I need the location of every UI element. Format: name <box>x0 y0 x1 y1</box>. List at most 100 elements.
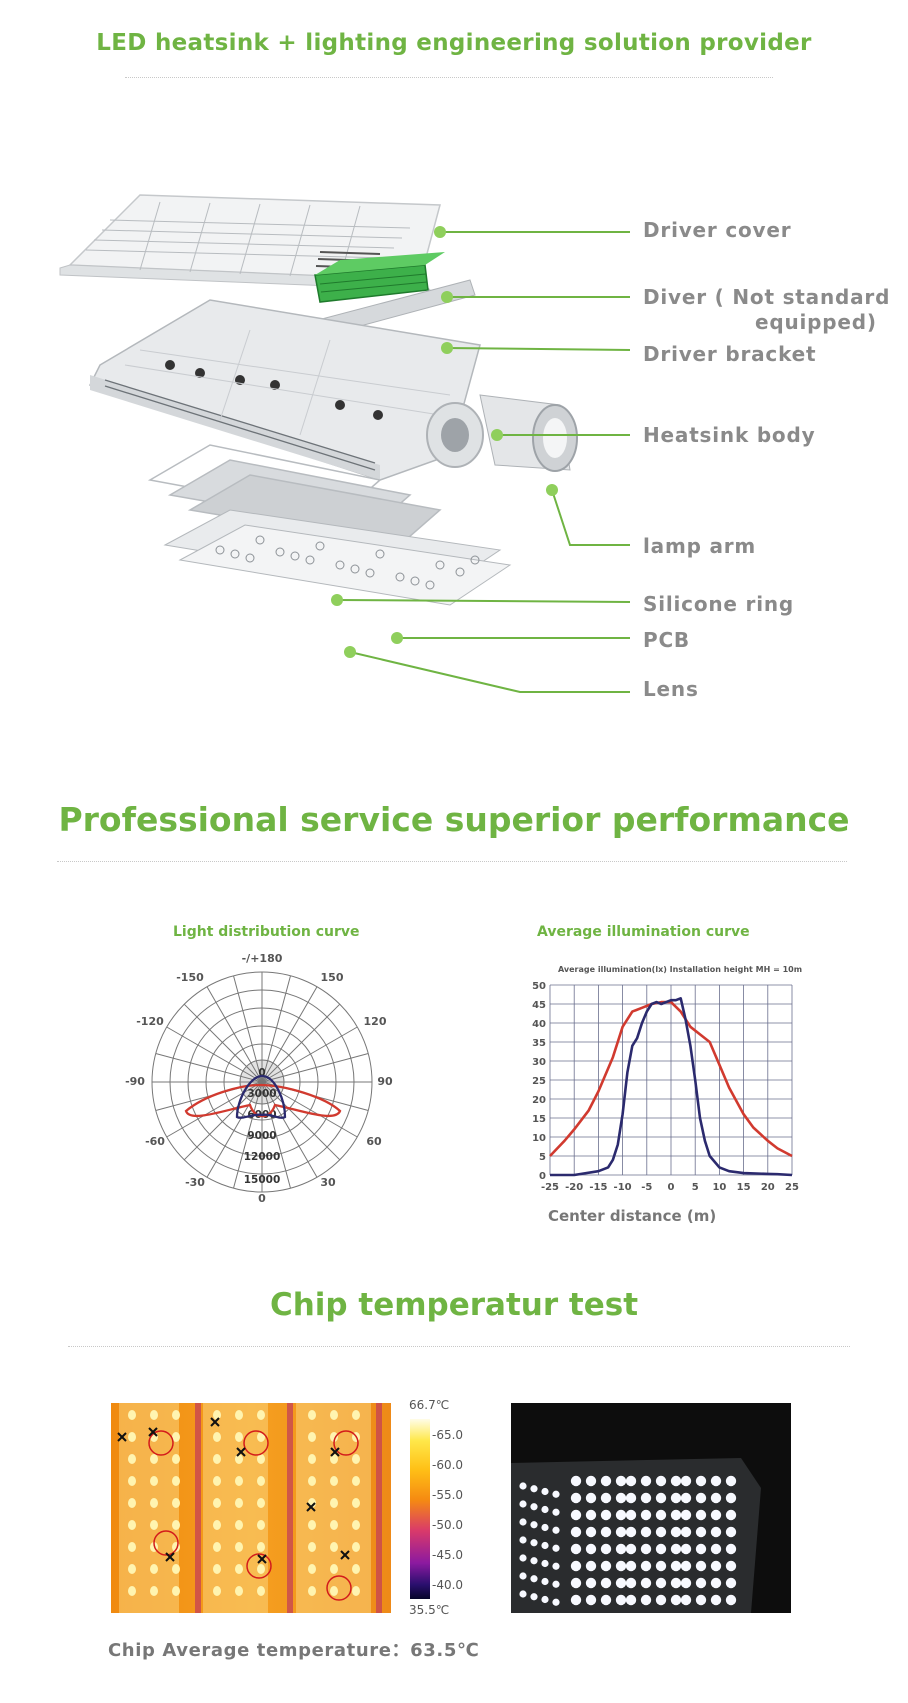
thermal-hotspot <box>330 1432 338 1442</box>
polar-angle-label: -120 <box>136 1015 164 1028</box>
led-chip <box>640 1594 652 1606</box>
y-tick-label: 45 <box>532 1000 546 1011</box>
polar-angle-label: 30 <box>320 1176 336 1189</box>
thermal-hotspot <box>330 1454 338 1464</box>
thermal-hotspot <box>128 1542 136 1552</box>
led-chip <box>725 1560 737 1572</box>
led-photo <box>511 1403 791 1613</box>
thermal-hotspot <box>213 1410 221 1420</box>
led-chip <box>600 1509 612 1521</box>
led-chip <box>670 1475 682 1487</box>
polar-angle-label: -60 <box>145 1135 165 1148</box>
thermal-hotspot <box>213 1586 221 1596</box>
led-chip <box>570 1509 582 1521</box>
led-chip <box>615 1594 627 1606</box>
polar-spoke <box>261 1081 291 1189</box>
polar-angle-label: -90 <box>125 1075 145 1088</box>
led-chip <box>640 1509 652 1521</box>
thermal-hotspot <box>172 1586 180 1596</box>
led-chip <box>541 1577 549 1586</box>
led-chip <box>625 1475 637 1487</box>
polar-spoke <box>166 1081 263 1138</box>
led-chip <box>695 1560 707 1572</box>
led-chip <box>680 1560 692 1572</box>
thermal-hotspot <box>128 1476 136 1486</box>
thermal-hotspot <box>150 1498 158 1508</box>
led-chip <box>552 1562 560 1570</box>
led-chip <box>625 1526 637 1538</box>
y-tick-label: 5 <box>539 1152 546 1163</box>
x-tick-label: 5 <box>692 1182 699 1193</box>
led-chip <box>695 1543 707 1555</box>
led-chip <box>710 1509 722 1521</box>
thermal-hotspot <box>172 1432 180 1442</box>
label-driver: Diver ( Not standard <box>643 285 891 309</box>
thermal-hotspot <box>128 1586 136 1596</box>
led-chip <box>519 1536 527 1544</box>
led-chip <box>519 1572 527 1580</box>
thermal-hotspot <box>150 1564 158 1574</box>
label-pcb: PCB <box>643 628 690 652</box>
thermal-hotspot <box>257 1432 265 1442</box>
thermal-hotspot <box>213 1498 221 1508</box>
heatsink-body-graphic <box>88 299 578 481</box>
thermal-hotspot <box>150 1586 158 1596</box>
led-chip <box>670 1509 682 1521</box>
polar-chart: -/+180 -150 150 -120 120 -90 90 -60 60 -… <box>125 952 393 1205</box>
x-tick-label: -20 <box>565 1182 583 1193</box>
exploded-lamp-illustration <box>59 194 578 606</box>
led-chip <box>640 1577 652 1589</box>
led-chip <box>670 1543 682 1555</box>
label-silicone-ring: Silicone ring <box>643 592 795 616</box>
led-chip <box>552 1508 560 1516</box>
thermal-hotspot <box>257 1586 265 1596</box>
led-chip <box>519 1518 527 1526</box>
polar-spoke <box>206 1081 263 1178</box>
led-chip <box>680 1526 692 1538</box>
led-chip <box>680 1543 692 1555</box>
header-title: LED heatsink + lighting engineering solu… <box>96 30 812 56</box>
led-chip <box>640 1526 652 1538</box>
polar-angle-label: 150 <box>321 971 344 984</box>
polar-spoke <box>261 1053 369 1083</box>
led-chip <box>541 1541 549 1550</box>
temperature-divider <box>68 1346 850 1347</box>
led-chip <box>530 1503 538 1511</box>
thermal-hotspot <box>128 1498 136 1508</box>
thermal-hotspot <box>172 1498 180 1508</box>
polar-spoke <box>233 1081 263 1189</box>
led-chip <box>615 1475 627 1487</box>
thermal-hotspot <box>352 1410 360 1420</box>
led-chip <box>725 1526 737 1538</box>
thermal-hotspot <box>330 1498 338 1508</box>
polar-spoke <box>261 1003 341 1083</box>
polar-angle-label: 90 <box>377 1075 393 1088</box>
thermal-hotspot <box>330 1542 338 1552</box>
thermal-hotspot <box>128 1564 136 1574</box>
thermal-hotspot <box>352 1520 360 1530</box>
led-chip <box>670 1492 682 1504</box>
led-chip <box>585 1492 597 1504</box>
illumination-chart: Average illumination(lx) Installation he… <box>532 965 802 1193</box>
led-chip <box>600 1594 612 1606</box>
performance-title: Professional service superior performanc… <box>58 800 850 839</box>
thermal-hotspot <box>235 1410 243 1420</box>
x-tick-label: 15 <box>737 1182 751 1193</box>
led-chip <box>552 1544 560 1552</box>
led-chip <box>530 1593 538 1601</box>
led-chip <box>585 1526 597 1538</box>
led-chip <box>615 1509 627 1521</box>
led-chip <box>530 1539 538 1547</box>
thermal-hotspot <box>150 1410 158 1420</box>
driver-cover-graphic <box>59 194 441 291</box>
thermal-hotspot <box>128 1410 136 1420</box>
thermal-hotspot <box>128 1454 136 1464</box>
led-chip <box>710 1594 722 1606</box>
line-chart-xlabel: Center distance (m) <box>548 1207 717 1225</box>
driver-graphic <box>314 252 445 303</box>
x-tick-label: -15 <box>589 1182 607 1193</box>
thermal-hotspot <box>150 1476 158 1486</box>
thermal-hotspot <box>235 1476 243 1486</box>
thermal-hotspot <box>235 1542 243 1552</box>
thermal-hotspot <box>213 1454 221 1464</box>
